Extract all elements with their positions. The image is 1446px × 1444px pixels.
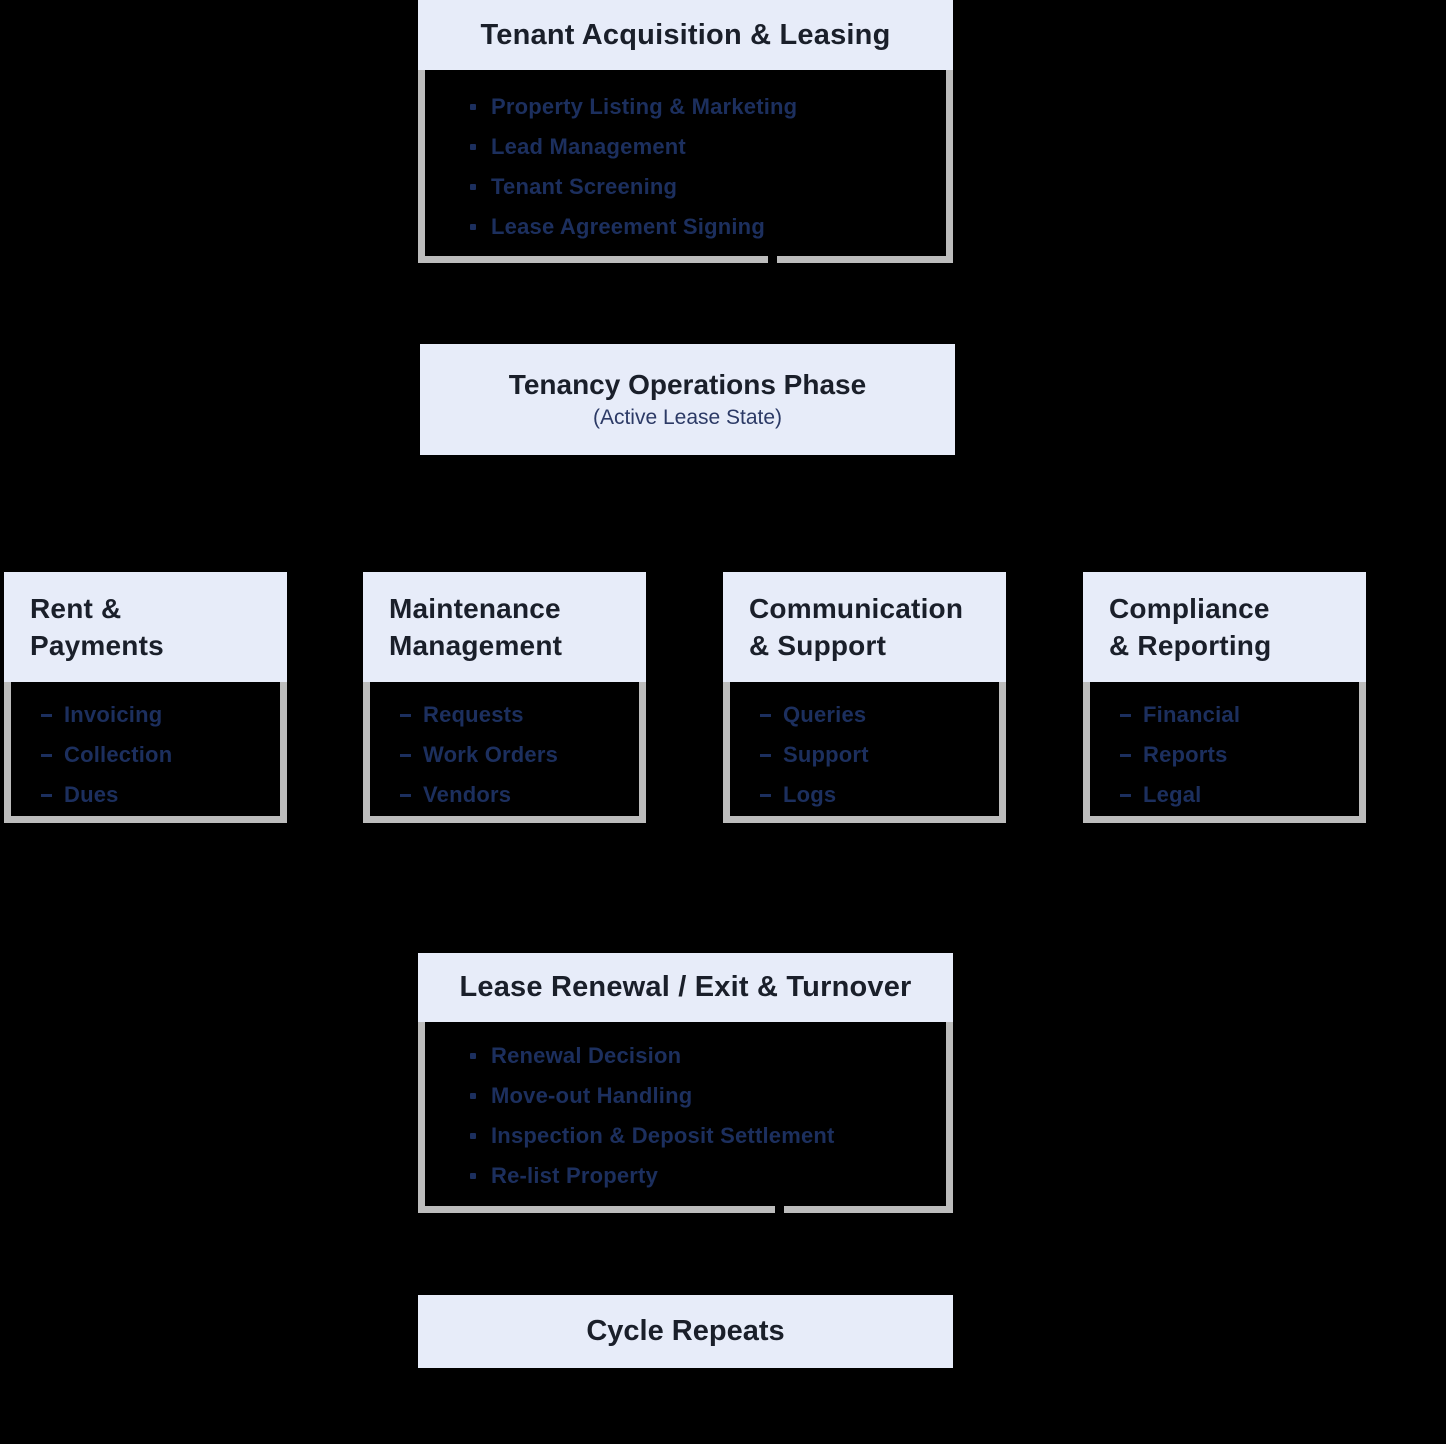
node-compliance-reporting: Compliance & Reporting Financial Reports… bbox=[1083, 572, 1366, 823]
bullet-dot-icon bbox=[470, 1053, 476, 1059]
list-item-label: Re-list Property bbox=[491, 1163, 659, 1188]
bullet-dot-icon bbox=[470, 1173, 476, 1179]
list-item-label: Property Listing & Marketing bbox=[491, 94, 798, 119]
bullet-dash-icon bbox=[41, 793, 52, 797]
bullet-dash-icon bbox=[400, 753, 411, 757]
node-title: Tenancy Operations Phase bbox=[508, 369, 867, 400]
list-item: Renewal Decision bbox=[470, 1036, 936, 1076]
node-title-line2: Management bbox=[389, 630, 563, 661]
list-item-label: Requests bbox=[423, 702, 524, 727]
bullet-dash-icon bbox=[400, 793, 411, 797]
list-item: Tenant Screening bbox=[470, 167, 936, 207]
list-item-label: Work Orders bbox=[423, 742, 559, 767]
node-tenant-acquisition-body: Property Listing & Marketing Lead Manage… bbox=[418, 70, 953, 263]
node-communication-support: Communication & Support Queries Support … bbox=[723, 572, 1006, 823]
list-item-label: Collection bbox=[64, 742, 173, 767]
node-tenant-acquisition-header: Tenant Acquisition & Leasing bbox=[418, 0, 953, 70]
list-item: Vendors bbox=[400, 775, 633, 815]
list-item-label: Lease Agreement Signing bbox=[491, 214, 765, 239]
bullet-dot-icon bbox=[470, 104, 476, 110]
node-maintenance-management-body: Requests Work Orders Vendors bbox=[363, 682, 646, 823]
list-item: Re-list Property bbox=[470, 1156, 936, 1196]
node-title-line1: Rent & bbox=[30, 593, 122, 624]
list-item-label: Invoicing bbox=[64, 702, 163, 727]
list-item-label: Dues bbox=[64, 782, 119, 807]
connector-border-gap bbox=[768, 256, 777, 263]
bullet-dash-icon bbox=[760, 713, 771, 717]
node-title: Tenant Acquisition & Leasing bbox=[480, 18, 891, 51]
list-item: Requests bbox=[400, 695, 633, 735]
node-maintenance-management-header: Maintenance Management bbox=[363, 572, 646, 682]
bullet-dash-icon bbox=[41, 713, 52, 717]
list-item-label: Logs bbox=[783, 782, 837, 807]
list-item: Inspection & Deposit Settlement bbox=[470, 1116, 936, 1156]
list-item: Legal bbox=[1120, 775, 1353, 815]
bullet-dash-icon bbox=[1120, 793, 1131, 797]
list-item-label: Lead Management bbox=[491, 134, 686, 159]
list-item: Logs bbox=[760, 775, 993, 815]
node-communication-support-header: Communication & Support bbox=[723, 572, 1006, 682]
node-title-line2: & Support bbox=[749, 630, 887, 661]
list-item: Dues bbox=[41, 775, 274, 815]
node-title: Cycle Repeats bbox=[586, 1315, 785, 1347]
node-title-line1: Maintenance bbox=[389, 593, 561, 624]
list-item: Invoicing bbox=[41, 695, 274, 735]
connector-border-gap bbox=[775, 1206, 784, 1213]
node-title-line1: Compliance bbox=[1109, 593, 1270, 624]
node-compliance-reporting-header: Compliance & Reporting bbox=[1083, 572, 1366, 682]
node-title-line2: Payments bbox=[30, 630, 164, 661]
list-item: Queries bbox=[760, 695, 993, 735]
list-item: Support bbox=[760, 735, 993, 775]
list-item: Move-out Handling bbox=[470, 1076, 936, 1116]
list-item-label: Financial bbox=[1143, 702, 1241, 727]
node-lease-renewal: Lease Renewal / Exit & Turnover Renewal … bbox=[418, 953, 953, 1213]
node-rent-payments-header: Rent & Payments bbox=[4, 572, 287, 682]
bullet-dash-icon bbox=[41, 753, 52, 757]
list-item: Lease Agreement Signing bbox=[470, 207, 936, 247]
node-lease-renewal-header: Lease Renewal / Exit & Turnover bbox=[418, 953, 953, 1022]
bullet-dot-icon bbox=[470, 1093, 476, 1099]
bullet-dot-icon bbox=[470, 1133, 476, 1139]
node-communication-support-body: Queries Support Logs bbox=[723, 682, 1006, 823]
bullet-dot-icon bbox=[470, 224, 476, 230]
bullet-dash-icon bbox=[400, 713, 411, 717]
node-cycle-repeats: Cycle Repeats bbox=[418, 1295, 953, 1368]
bullet-dash-icon bbox=[760, 793, 771, 797]
bullet-dash-icon bbox=[1120, 753, 1131, 757]
list-item: Financial bbox=[1120, 695, 1353, 735]
node-title: Lease Renewal / Exit & Turnover bbox=[459, 971, 912, 1003]
list-item-label: Tenant Screening bbox=[491, 174, 678, 199]
list-item: Work Orders bbox=[400, 735, 633, 775]
list-item-label: Reports bbox=[1143, 742, 1228, 767]
list-item: Lead Management bbox=[470, 127, 936, 167]
node-title-line2: & Reporting bbox=[1109, 630, 1272, 661]
bullet-dot-icon bbox=[470, 144, 476, 150]
node-compliance-reporting-body: Financial Reports Legal bbox=[1083, 682, 1366, 823]
bullet-dash-icon bbox=[1120, 713, 1131, 717]
list-item-label: Queries bbox=[783, 702, 867, 727]
node-maintenance-management: Maintenance Management Requests Work Ord… bbox=[363, 572, 646, 823]
list-item-label: Move-out Handling bbox=[491, 1083, 693, 1108]
node-rent-payments: Rent & Payments Invoicing Collection Due… bbox=[4, 572, 287, 823]
bullet-dash-icon bbox=[760, 753, 771, 757]
node-tenancy-operations-phase: Tenancy Operations Phase (Active Lease S… bbox=[420, 344, 955, 455]
list-item-label: Vendors bbox=[423, 782, 512, 807]
node-tenant-acquisition: Tenant Acquisition & Leasing Property Li… bbox=[418, 0, 953, 263]
list-item: Reports bbox=[1120, 735, 1353, 775]
node-title-line1: Communication bbox=[749, 593, 964, 624]
list-item-label: Inspection & Deposit Settlement bbox=[491, 1123, 835, 1148]
node-lease-renewal-body: Renewal Decision Move-out Handling Inspe… bbox=[418, 1022, 953, 1213]
list-item-label: Legal bbox=[1143, 782, 1202, 807]
node-rent-payments-body: Invoicing Collection Dues bbox=[4, 682, 287, 823]
bullet-dot-icon bbox=[470, 184, 476, 190]
node-subtitle: (Active Lease State) bbox=[592, 406, 783, 429]
list-item: Collection bbox=[41, 735, 274, 775]
list-item-label: Renewal Decision bbox=[491, 1043, 682, 1068]
list-item-label: Support bbox=[783, 742, 869, 767]
list-item: Property Listing & Marketing bbox=[470, 87, 936, 127]
